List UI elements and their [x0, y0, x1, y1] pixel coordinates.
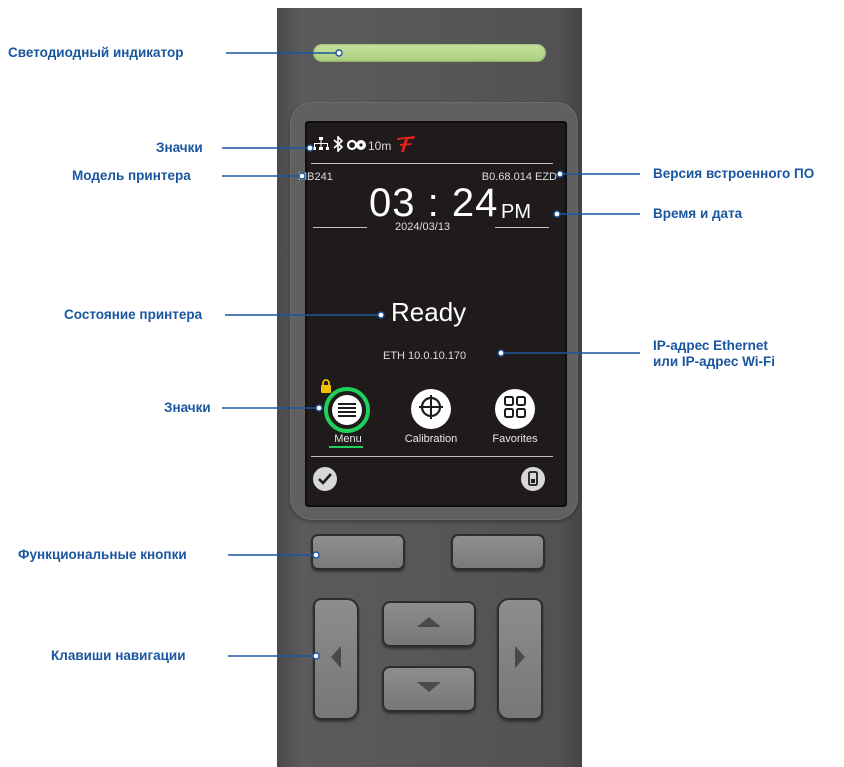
nav-down-key[interactable] [382, 666, 476, 712]
label-ip-line2: или IP-адрес Wi-Fi [653, 354, 775, 369]
label-printer-status: Состояние принтера [64, 307, 203, 322]
arrow-left-icon [330, 645, 342, 674]
nav-up-key[interactable] [382, 601, 476, 647]
arrow-right-icon [514, 645, 526, 674]
arrow-up-icon [416, 615, 442, 633]
calibration-button[interactable] [411, 389, 451, 429]
favorites-label: Favorites [492, 433, 538, 445]
label-function-keys: Функциональные кнопки [18, 547, 187, 562]
label-ip-line1: IP-адрес Ethernet [653, 338, 768, 353]
printer-status-text: Ready [391, 297, 467, 327]
calibration-label: Calibration [404, 433, 458, 445]
menu-button[interactable] [324, 387, 370, 433]
ribbon-length: 10m [368, 138, 392, 153]
clock-date: 2024/03/13 [395, 221, 451, 233]
check-icon [313, 467, 337, 491]
device-icon [521, 467, 545, 491]
clock-ampm: PM [501, 201, 531, 223]
network-icon [313, 137, 329, 154]
function-key-right[interactable] [451, 534, 545, 570]
date-divider-right [495, 227, 549, 228]
favorites-button[interactable] [495, 389, 535, 429]
crosshair-icon [418, 394, 444, 425]
brand-logo-icon [395, 135, 417, 156]
firmware-version-text: B0.68.014 EZD [481, 171, 557, 183]
nav-left-key[interactable] [313, 598, 359, 720]
menu-label: Menu [334, 433, 362, 445]
ip-address-text: ETH 10.0.10.170 [383, 350, 467, 362]
status-icons: 10m [313, 135, 417, 156]
label-led: Светодиодный индикатор [8, 45, 184, 60]
ribbon-icon [346, 138, 367, 154]
printer-model-text: MB241 [298, 171, 333, 183]
label-printer-model: Модель принтера [72, 168, 191, 183]
label-icons-bottom: Значки [164, 400, 211, 415]
date-divider-left [313, 227, 367, 228]
label-navigation-keys: Клавиши навигации [51, 648, 186, 663]
lcd-screen: 10m MB241 B0.68.014 EZD 03 : 24 PM 2024/… [298, 121, 567, 507]
nav-right-key[interactable] [497, 598, 543, 720]
arrow-down-icon [416, 680, 442, 698]
bluetooth-icon [333, 135, 344, 155]
divider-bottom [311, 456, 553, 457]
menu-icon [332, 395, 362, 425]
label-time-date: Время и дата [653, 206, 743, 221]
grid-icon [504, 395, 526, 423]
label-firmware-version: Версия встроенного ПО [653, 166, 815, 181]
led-indicator [313, 44, 546, 62]
function-key-left[interactable] [311, 534, 405, 570]
label-icons-top: Значки [156, 140, 203, 155]
divider-top [311, 163, 553, 164]
lock-icon [320, 379, 332, 398]
clock-time: 03 : 24 [369, 181, 499, 225]
menu-selected-underline [329, 446, 363, 448]
